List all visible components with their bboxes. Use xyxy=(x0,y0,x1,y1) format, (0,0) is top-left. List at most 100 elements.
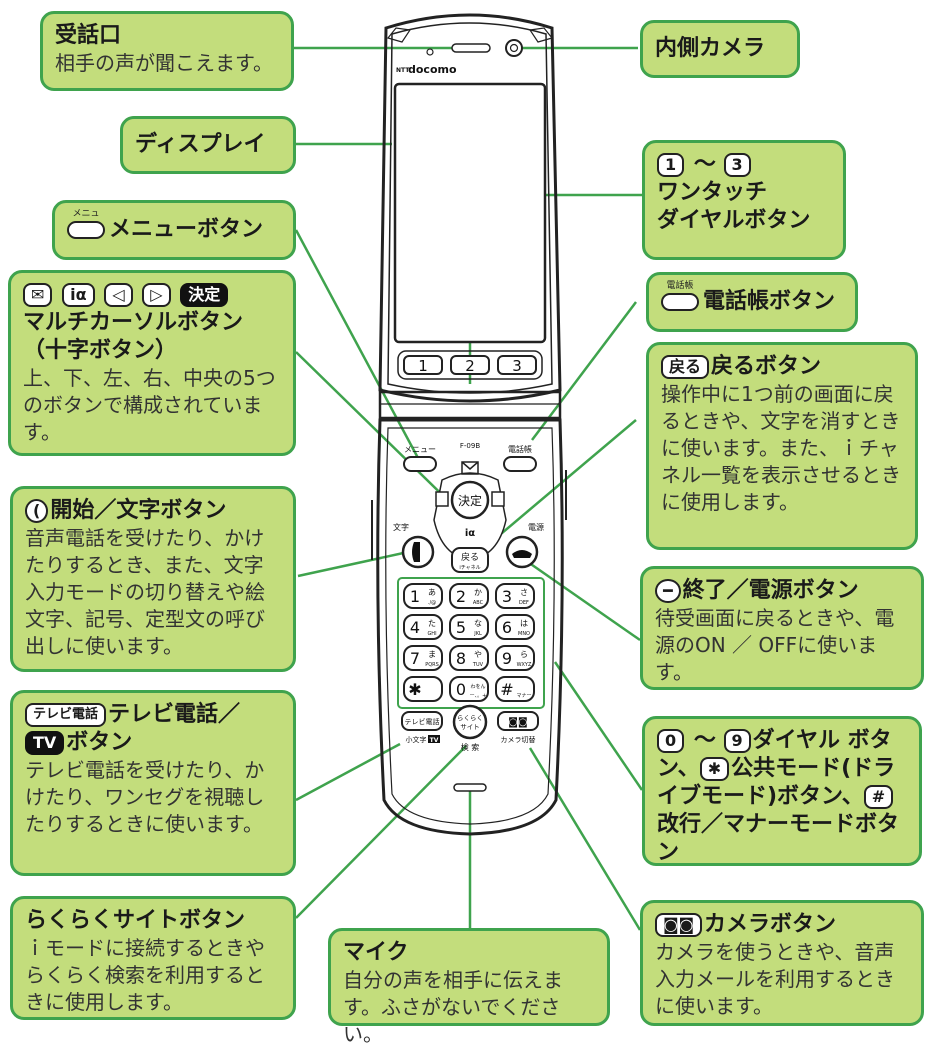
callout-desc: 相手の声が聞こえます。 xyxy=(55,51,273,75)
display-screen xyxy=(393,82,547,344)
call-key-icon: ( xyxy=(25,499,49,523)
mail-key-icon: ✉ xyxy=(23,283,53,307)
keypad-key-number: # xyxy=(500,680,513,699)
callout-menu: メニューメニューボタン xyxy=(52,200,296,260)
leader-camera xyxy=(528,747,642,931)
callout-desc: テレビ電話を受けたり、かけたり、ワンセグを視聴したりするときに使います。 xyxy=(25,758,265,836)
i-appli-key-icon: iα xyxy=(62,283,95,307)
onetouch-key-3[interactable] xyxy=(497,355,537,375)
moji-label: 文字 xyxy=(393,522,409,532)
callout-phonebook: 電話帳電話帳ボタン xyxy=(646,272,858,332)
callout-title-line1: マルチカーソルボタン xyxy=(23,310,244,335)
confirm-key[interactable] xyxy=(450,480,490,520)
keypad-key-kana: ま xyxy=(428,650,436,659)
callout-title: 受話口 xyxy=(55,23,122,48)
tv-call-key[interactable] xyxy=(401,711,443,731)
callout-start: (開始／文字ボタン 音声電話を受けたり、かけたりするとき、また、文字入力モードの… xyxy=(10,486,296,672)
phonebook-key-label: 電話帳 xyxy=(508,444,532,454)
key-9-icon: 9 xyxy=(723,729,751,753)
key-0-icon: 0 xyxy=(657,729,685,753)
callout-desc: ｉモードに接続するときやらくらく検索を利用するときに使用します。 xyxy=(25,936,265,1014)
back-key-icon: 戻る xyxy=(661,355,710,379)
keypad-key-number: 4 xyxy=(410,618,420,637)
raku-raku-key[interactable] xyxy=(452,704,488,740)
callout-receiver: 受話口 相手の声が聞こえます。 xyxy=(40,11,294,91)
onetouch-keys: 1 2 3 xyxy=(403,355,537,375)
keypad-key-kana: た xyxy=(428,619,436,628)
svg-text:サイト: サイト xyxy=(460,723,480,731)
callout-title: 内側カメラ xyxy=(655,36,766,61)
keypad-key-number: 3 xyxy=(502,587,512,606)
callout-end: ━終了／電源ボタン 待受画面に戻るときや、電源のON ／ OFFに使います。 xyxy=(640,566,924,690)
right-key-icon xyxy=(491,491,505,507)
model-label: F-09B xyxy=(460,442,480,450)
microphone-slot xyxy=(453,783,487,792)
keypad-key-sub: PQRS xyxy=(425,662,439,668)
camera-switch-label: カメラ切替 xyxy=(501,735,536,744)
keypad-key-number: 2 xyxy=(456,587,466,606)
light-sensor xyxy=(426,48,434,56)
keypad-key-number: ✱ xyxy=(408,680,421,699)
phonebook-key[interactable] xyxy=(503,456,537,472)
keypad-key-sub: ./@ xyxy=(428,600,436,606)
callout-title: らくらくサイトボタン xyxy=(25,908,246,933)
svg-text:1: 1 xyxy=(418,357,428,375)
callout-mic: マイク 自分の声を相手に伝えます。ふさがないでください。 xyxy=(328,928,610,1046)
multi-cursor[interactable]: 決定 iα xyxy=(433,461,507,561)
key-3-icon: 3 xyxy=(723,153,751,177)
keypad-key-sub: ー、。+ xyxy=(470,693,487,699)
svg-text:決定: 決定 xyxy=(458,493,482,508)
tv-call-key-icon: テレビ電話 xyxy=(25,703,107,727)
keypad-key-number: 5 xyxy=(456,618,466,637)
keypad-key-kana: さ xyxy=(520,588,528,597)
camera-key[interactable] xyxy=(497,711,539,731)
keypad-key-star[interactable]: ✱ xyxy=(403,676,443,702)
keypad-key-number: 0 xyxy=(456,680,466,699)
back-key[interactable] xyxy=(451,547,489,573)
onetouch-key-1[interactable] xyxy=(403,355,443,375)
callout-desc: 自分の声を相手に伝えます。ふさがないでください。 xyxy=(343,968,563,1046)
tv-badge-icon: TV xyxy=(25,731,65,755)
onetouch-key-2[interactable] xyxy=(450,355,490,375)
keypad-key-sub: GHI xyxy=(427,631,436,637)
menu-key-icon: メニュー xyxy=(67,209,105,239)
camera-key-icon: ◙◙ xyxy=(508,717,527,728)
svg-text:2: 2 xyxy=(465,357,475,375)
callout-display: ディスプレイ xyxy=(120,116,296,174)
callout-desc: 操作中に1つ前の画面に戻るときや、文字を消すときに使います。また、ｉチャネル一覧… xyxy=(661,382,901,514)
tv-badge xyxy=(428,735,440,743)
end-key-icon: ━ xyxy=(655,579,681,603)
keypad-key-number: 8 xyxy=(456,649,466,668)
callout-title: テレビ電話／ xyxy=(108,702,241,727)
hash-key-icon: # xyxy=(863,785,894,809)
callout-desc: 上、下、左、右、中央の5つのボタンで構成されています。 xyxy=(23,366,276,444)
keypad-key-sub: マナー xyxy=(516,693,531,699)
inner-camera-lens xyxy=(505,39,523,57)
camera-key-icon: ◙◙ xyxy=(655,913,703,937)
mail-icon xyxy=(461,461,479,475)
callout-title-line1: ワンタッチ xyxy=(657,180,768,205)
keypad-key-kana: な xyxy=(474,619,482,628)
keypad-key-kana: ら xyxy=(520,650,528,659)
keypad-key-hash[interactable]: #マナー xyxy=(495,676,535,702)
callout-multi-cursor: ✉ iα ◁ ▷ 決定 マルチカーソルボタン （十字ボタン） 上、下、左、右、中… xyxy=(8,270,296,456)
menu-key[interactable] xyxy=(403,456,437,472)
callout-raku: らくらくサイトボタン ｉモードに接続するときやらくらく検索を利用するときに使用し… xyxy=(10,896,296,1020)
keypad-key-sub: ABC xyxy=(473,600,484,606)
callout-title: 電話帳ボタン xyxy=(703,289,836,314)
keypad-key-number: 9 xyxy=(502,649,512,668)
